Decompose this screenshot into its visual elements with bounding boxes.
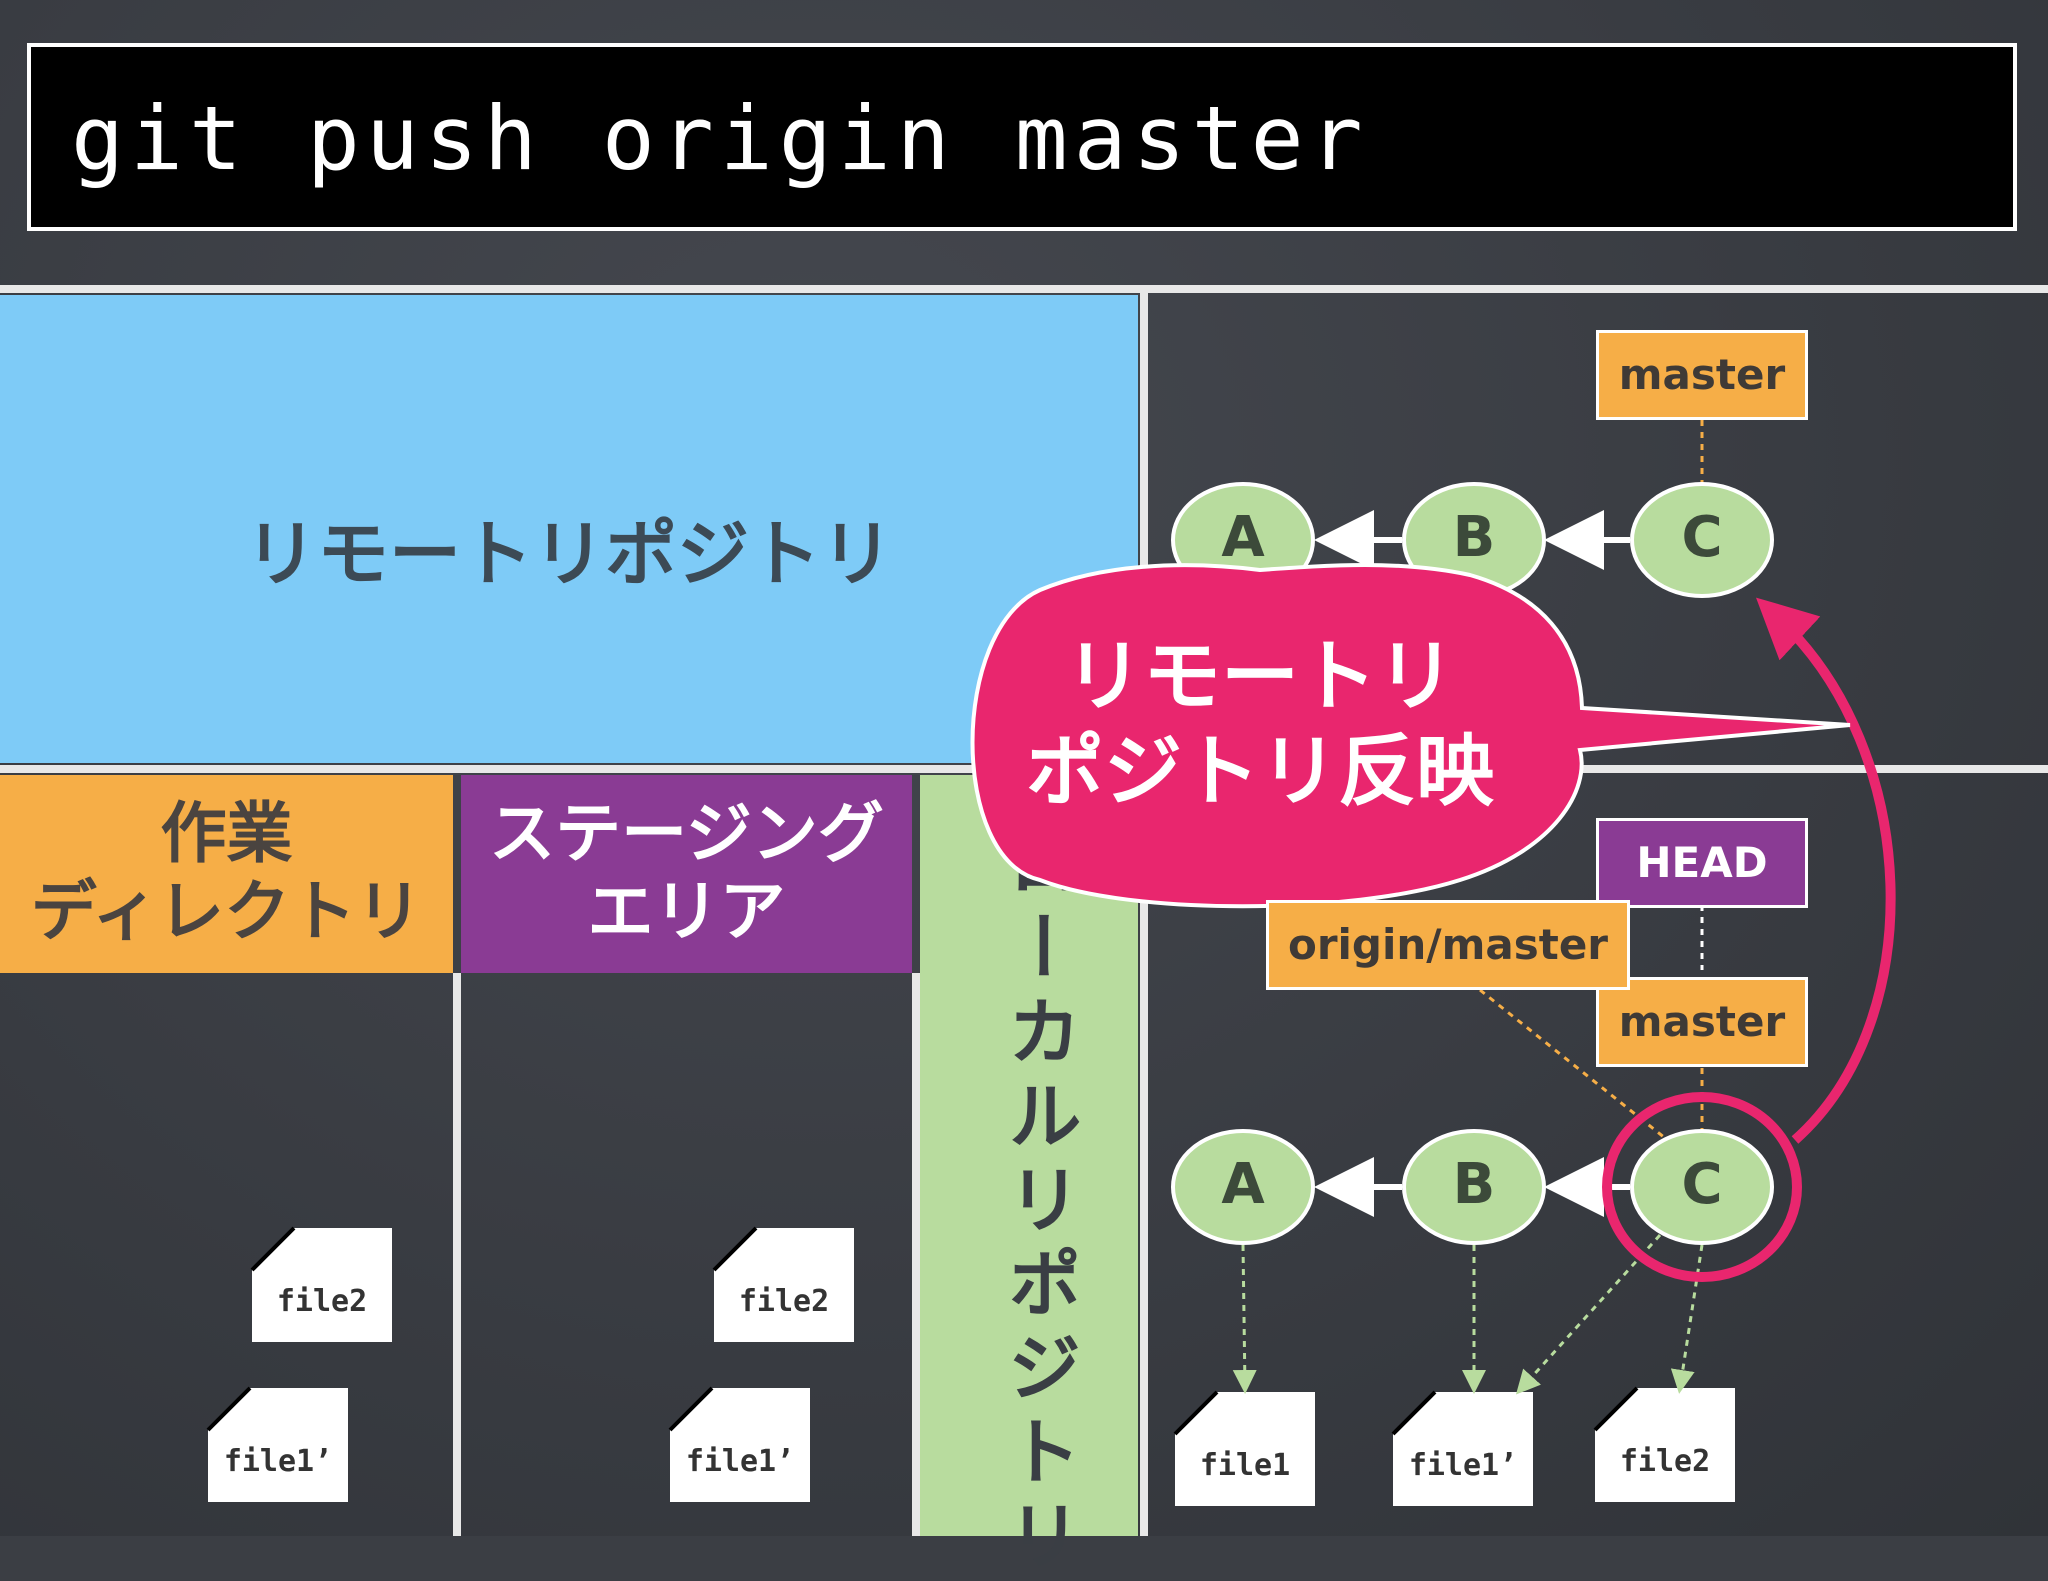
right-divider <box>1140 293 1148 1536</box>
push-highlight <box>1602 597 1896 1282</box>
callout-bubble <box>970 563 1851 909</box>
remote-commit-a-label: A <box>1221 505 1265 570</box>
remote-commit-c <box>1630 482 1774 598</box>
local-repository-column: ローカルリポジトリ <box>920 775 1138 1581</box>
callout-text-line1: リモートリ <box>1064 632 1455 722</box>
command-box: git push origin master <box>27 43 2017 231</box>
callout-text: リモートリ ポジトリ反映 <box>960 630 1560 820</box>
local-repository-label: ローカルリポジトリ <box>995 825 1081 1581</box>
remote-master-tag: master <box>1596 330 1808 420</box>
staging-area-label: ステージング エリア <box>461 795 912 951</box>
local-commit-a-label: A <box>1221 1152 1265 1217</box>
origin-master-tag: origin/master <box>1266 900 1630 990</box>
staging-area-label-line2: エリア <box>587 872 786 950</box>
top-divider <box>0 285 2048 293</box>
head-tag: HEAD <box>1596 818 1808 908</box>
file-name: file2 <box>276 1284 368 1319</box>
local-master-tag: master <box>1596 977 1808 1067</box>
remote-repository-area: リモートリポジトリ <box>0 295 1138 763</box>
wd-divider <box>453 973 461 1536</box>
staging-area-label-line1: ステージング <box>489 795 884 872</box>
push-arrow <box>1756 597 1896 1144</box>
local-commit-b <box>1402 1129 1546 1245</box>
staging-area-header: ステージング エリア <box>461 775 912 973</box>
remote-commit-c-label: C <box>1681 505 1723 570</box>
local-commit-c <box>1630 1129 1774 1245</box>
command-text: git push origin master <box>71 87 1369 190</box>
file-name: file1’ <box>223 1444 333 1479</box>
file-name: file1’ <box>1408 1448 1518 1483</box>
local-commit-c-label: C <box>1681 1152 1723 1217</box>
file-name: file2 <box>1619 1444 1711 1479</box>
working-directory-label-line1: 作業 <box>160 795 293 872</box>
working-directory-label-line2: ディレクトリ <box>30 872 423 950</box>
remote-commit-b-label: B <box>1452 505 1496 570</box>
local-commit-a <box>1171 1129 1315 1245</box>
file-name: file1’ <box>685 1444 795 1479</box>
callout-text-line2: ポジトリ反映 <box>1025 727 1494 818</box>
stage-divider <box>912 973 920 1536</box>
remote-repository-label: リモートリポジトリ <box>244 512 893 596</box>
working-directory-header: 作業 ディレクトリ <box>0 775 453 973</box>
working-directory-label: 作業 ディレクトリ <box>0 795 453 951</box>
file-name: file2 <box>738 1284 830 1319</box>
file-folds <box>206 1226 1639 1436</box>
local-commit-b-label: B <box>1452 1152 1496 1217</box>
diagram-graphics <box>206 420 1896 1436</box>
local-commit-graph <box>1171 905 1774 1395</box>
file-name: file1 <box>1199 1448 1291 1483</box>
slide: git push origin master リモートリポジトリ 作業 ディレク… <box>0 0 2048 1536</box>
